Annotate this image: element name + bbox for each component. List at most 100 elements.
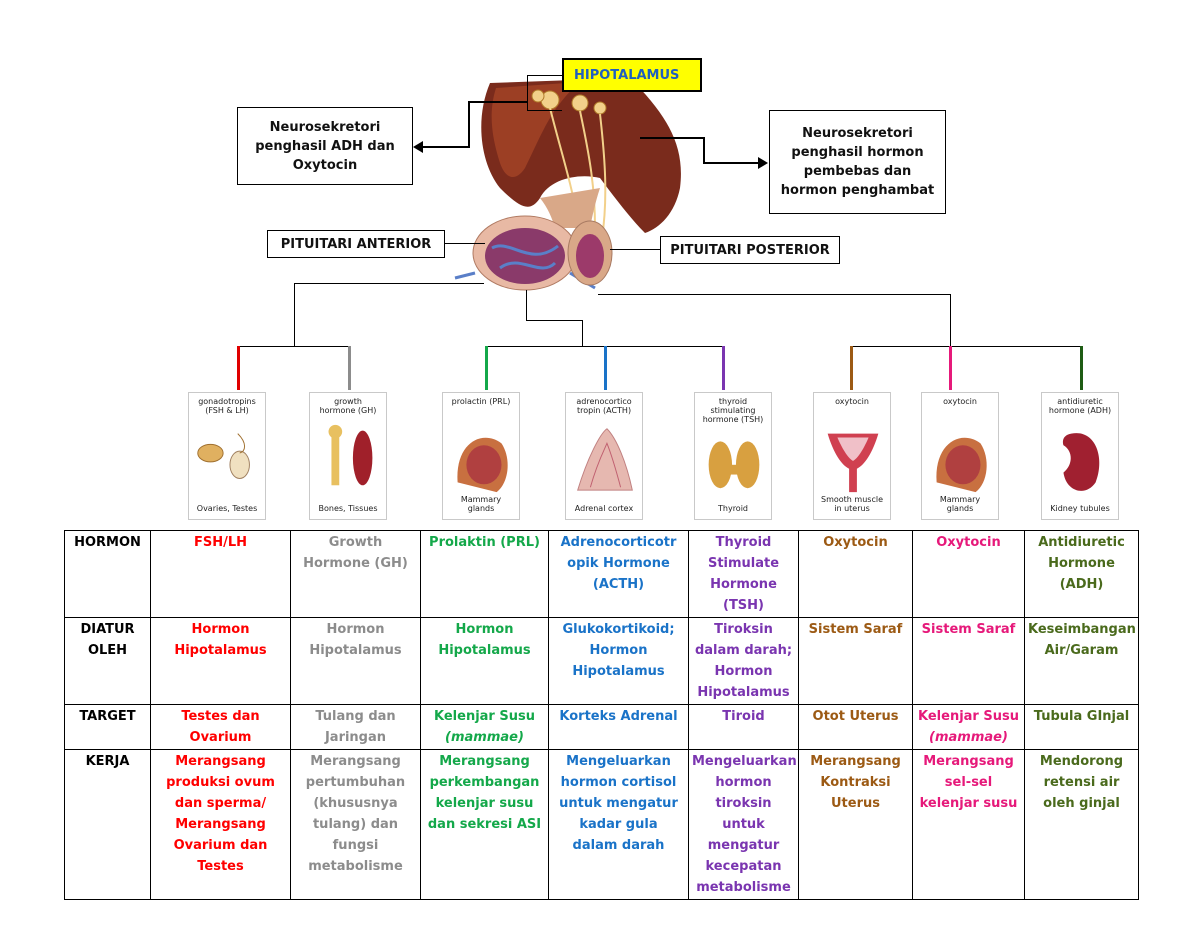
cell-line: Air/Garam xyxy=(1044,643,1119,658)
arrow-right-h xyxy=(703,162,760,164)
card-caption-line: hormone (GH) xyxy=(319,406,377,415)
bone-muscle-icon xyxy=(328,424,373,486)
hypothalamus-pituitary-illustration xyxy=(454,78,681,291)
card-caption-line: glands xyxy=(467,504,495,513)
cell-line: Thyroid xyxy=(715,535,772,550)
posterior-pointer xyxy=(610,249,660,250)
card-caption-line: hormone (ADH) xyxy=(1048,406,1112,415)
mammary-icon xyxy=(936,437,987,493)
cell-line: Merangsang xyxy=(439,754,530,769)
cell-line: Testes dan xyxy=(181,709,260,724)
card-caption-line: glands xyxy=(946,504,974,513)
kidney-icon xyxy=(1062,433,1100,491)
drop-line-1 xyxy=(237,346,240,390)
drop-line-3 xyxy=(485,346,488,390)
cell-line: hormon xyxy=(715,775,772,790)
cell-line: kadar gula xyxy=(579,817,658,832)
mammary-icon xyxy=(457,437,508,493)
table-cell: Tiroid xyxy=(688,704,799,750)
card-caption-line: Smooth muscle xyxy=(821,495,883,504)
neurosekretori-adh-box: Neurosekretori penghasil ADH dan Oxytoci… xyxy=(237,107,413,185)
cell-line: dalam darah; xyxy=(694,643,793,658)
card-caption-line: thyroid xyxy=(718,397,748,406)
cell-line: (mammae) xyxy=(929,730,1008,745)
card-hormone-caption: prolactin (PRL) xyxy=(445,397,517,406)
table-cell: Oxytocin xyxy=(912,530,1025,618)
cell-line: (ADH) xyxy=(1059,577,1104,592)
pituitari-posterior-label: PITUITARI POSTERIOR xyxy=(660,236,840,264)
card-caption-line: Kidney tubules xyxy=(1050,504,1110,513)
adrenal-icon xyxy=(577,428,633,491)
card-caption-line: growth xyxy=(334,397,362,406)
cell-line: Kelenjar Susu xyxy=(918,709,1019,724)
cell-line: Hormon xyxy=(589,643,648,658)
cell-line: Antidiuretic xyxy=(1038,535,1125,550)
arrow-left-head xyxy=(413,141,423,153)
row-header-line: DIATUR xyxy=(80,622,135,637)
arrow-right-head xyxy=(758,157,768,169)
row-header-target: TARGET xyxy=(64,704,151,750)
drop-line-8 xyxy=(1080,346,1083,390)
cell-line: Sistem Saraf xyxy=(808,622,903,637)
table-cell: FSH/LH xyxy=(150,530,291,618)
cell-line: (khususnya xyxy=(313,796,398,811)
branch-posterior-v xyxy=(950,294,951,346)
cell-line: Hormon xyxy=(714,664,773,679)
target-card-1: gonadotropins(FSH & LH) Ovaries, Testes xyxy=(188,392,266,520)
card-hormone-caption: gonadotropins(FSH & LH) xyxy=(191,397,263,415)
cell-line: Hormon xyxy=(455,622,514,637)
cell-line: (ACTH) xyxy=(592,577,645,592)
card-caption-line: Bones, Tissues xyxy=(318,504,378,513)
cell-line: Tulang dan xyxy=(315,709,396,724)
branch-anterior-v xyxy=(294,283,295,346)
card-caption-line: Ovaries, Testes xyxy=(196,504,258,513)
cell-line: Uterus xyxy=(831,796,880,811)
cell-line: fungsi xyxy=(332,838,379,853)
cell-line: Otot Uterus xyxy=(812,709,899,724)
card-caption-line: tropin (ACTH) xyxy=(576,406,632,415)
thyroid-icon xyxy=(708,441,760,489)
drop-line-6 xyxy=(850,346,853,390)
arrow-left-v xyxy=(468,101,470,147)
cell-line: Tiroid xyxy=(722,709,765,724)
cell-line: Hipotalamus xyxy=(572,664,665,679)
cell-line: Mengeluarkan xyxy=(566,754,671,769)
cell-line: Testes xyxy=(197,859,244,874)
cell-line: Kelenjar Susu xyxy=(434,709,535,724)
cell-line: Merangsang xyxy=(923,754,1014,769)
cell-line: Hipotalamus xyxy=(309,643,402,658)
branch-anterior-h xyxy=(294,283,484,284)
card-caption-line: in uterus xyxy=(834,504,870,513)
hypo-connector xyxy=(527,75,563,76)
cell-line: Merangsang xyxy=(175,754,266,769)
arrow-left-top xyxy=(468,101,528,103)
cell-line: Hormone xyxy=(1048,556,1115,571)
cell-line: metabolisme xyxy=(308,859,403,874)
arrow-right-v xyxy=(703,137,705,163)
branch-posterior-h xyxy=(598,294,950,295)
table-cell: Sistem Saraf xyxy=(912,617,1025,705)
cell-line: perkembangan xyxy=(429,775,540,790)
row-header-hormon: HORMON xyxy=(64,530,151,618)
neuro-right-line-2: penghasil hormon xyxy=(791,145,924,160)
card-target-caption: Thyroid xyxy=(697,504,769,513)
cell-line: Oxytocin xyxy=(823,535,888,550)
card-target-caption: Kidney tubules xyxy=(1044,504,1116,513)
